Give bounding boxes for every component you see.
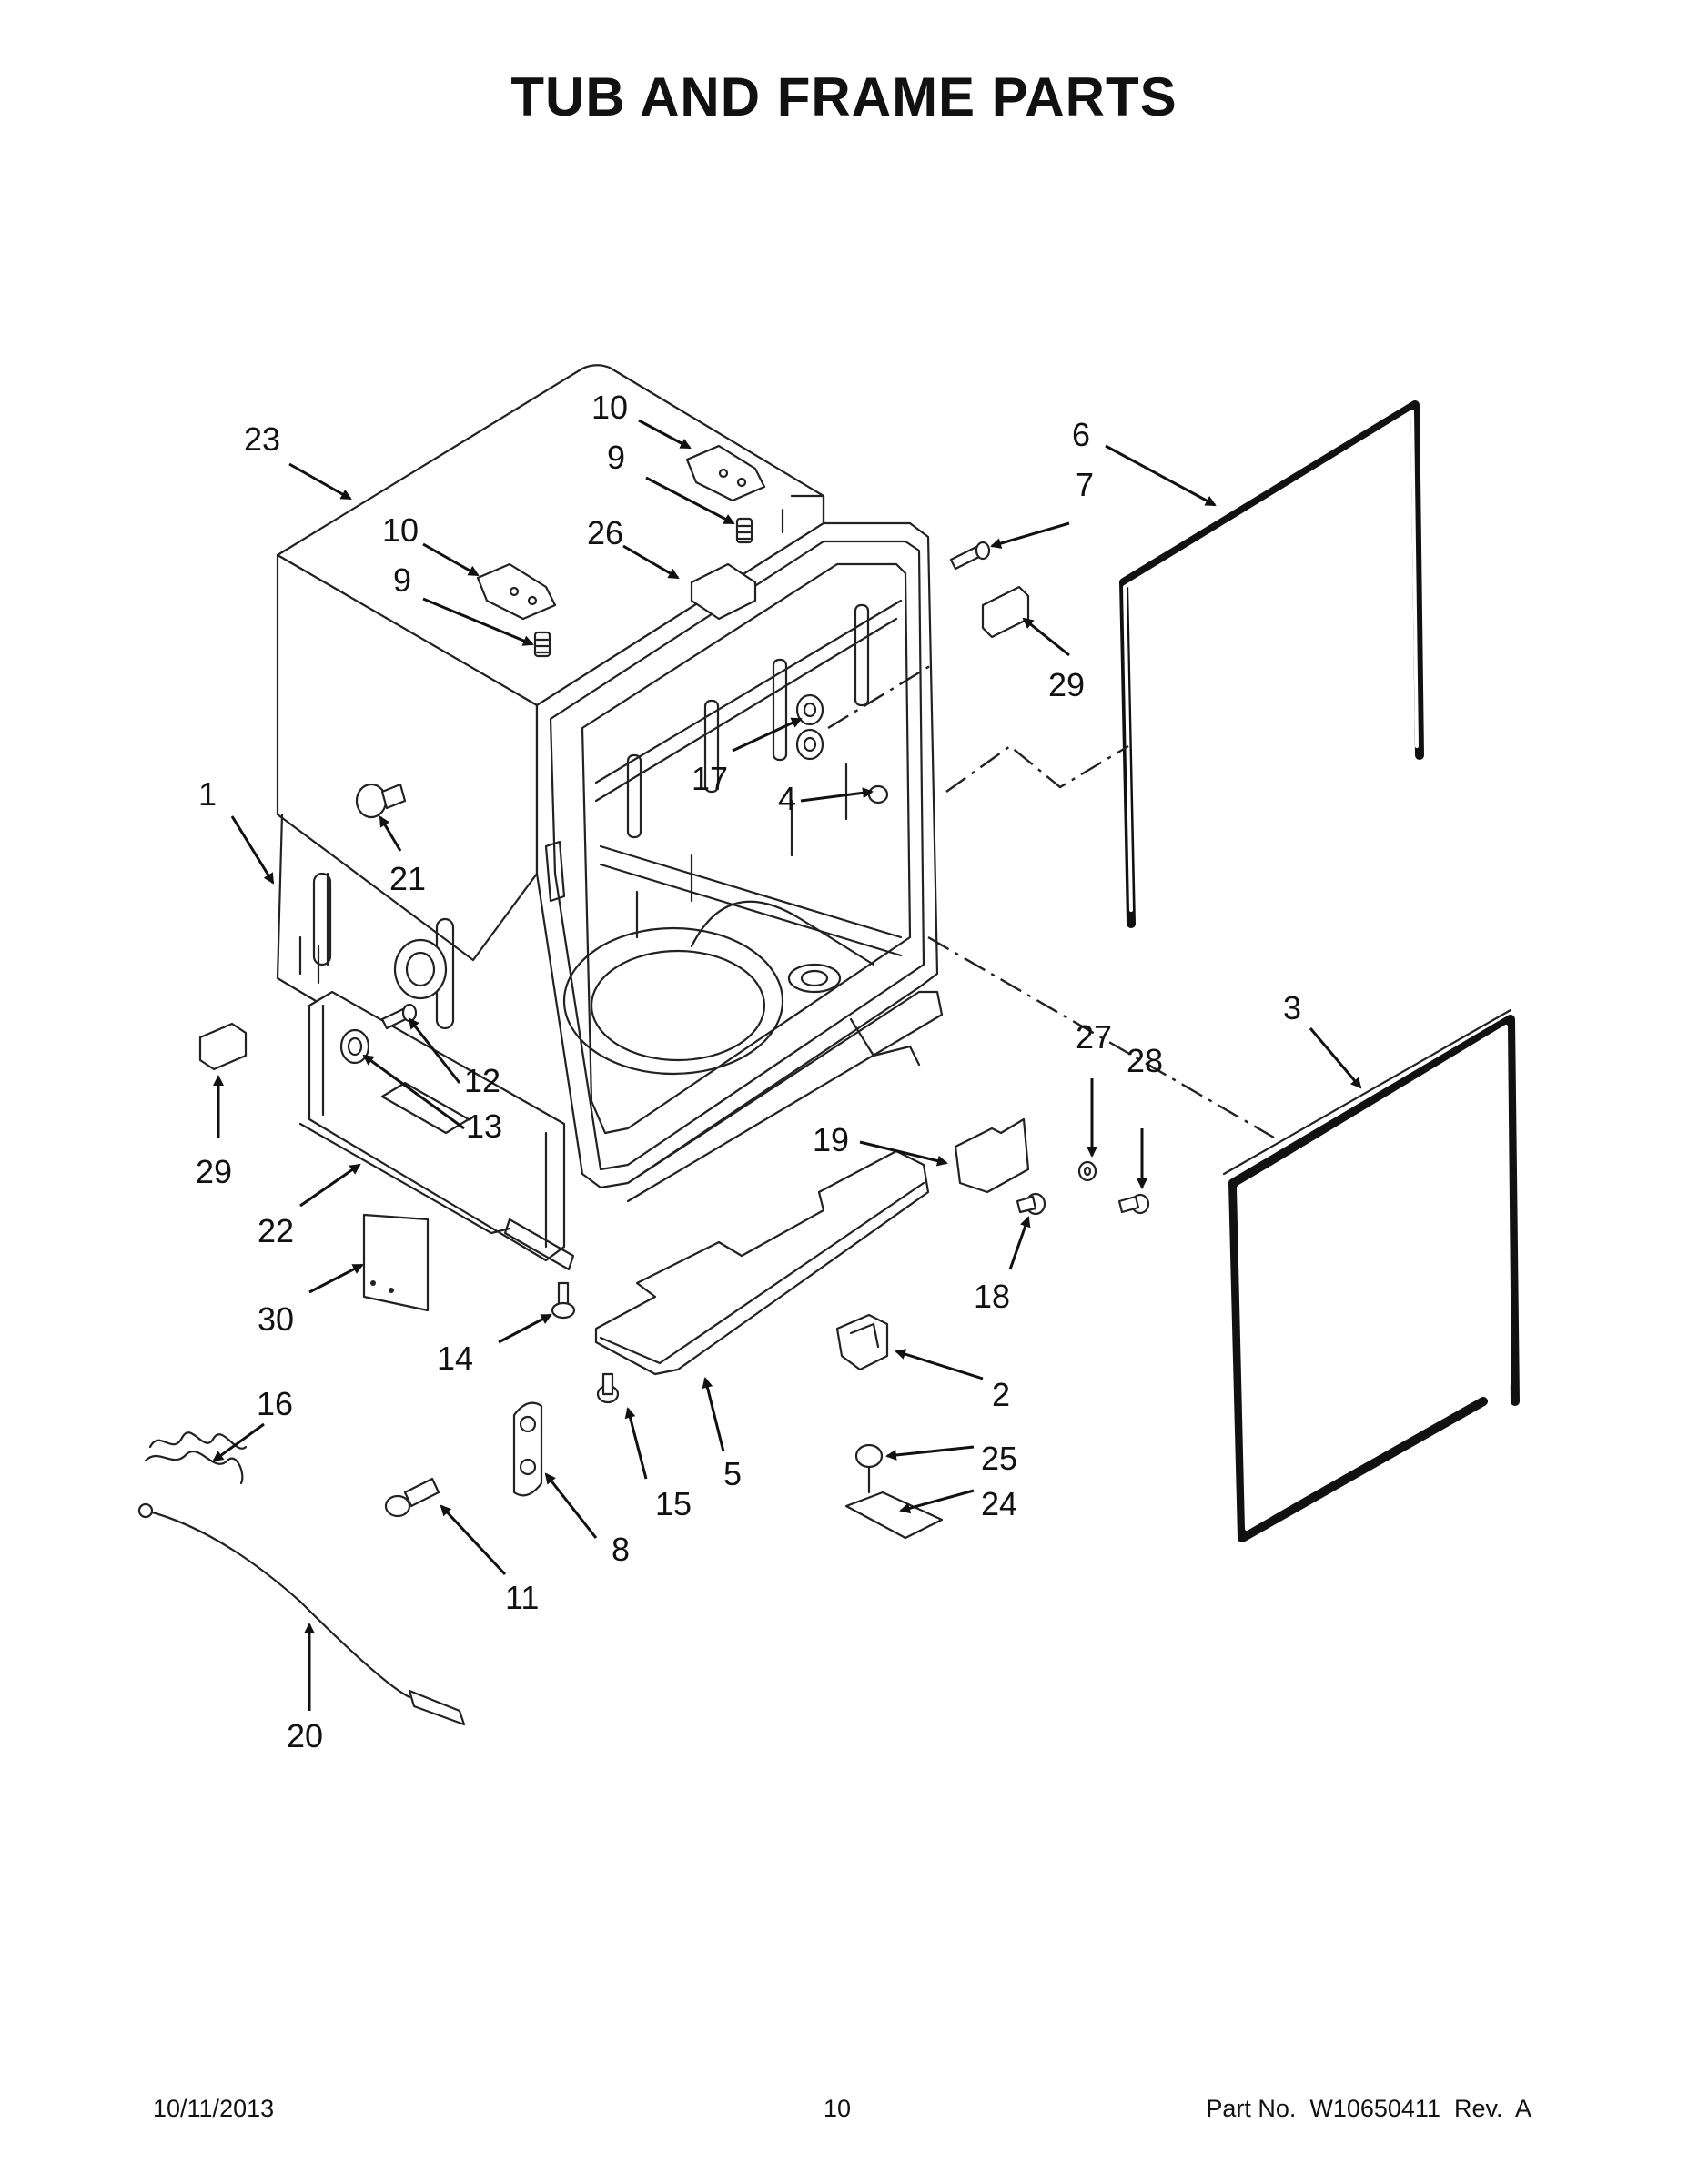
callout-9-top: 9 bbox=[607, 439, 625, 476]
callout-3: 3 bbox=[1283, 989, 1301, 1026]
screw-28 bbox=[1117, 1193, 1150, 1215]
bumper-29-left bbox=[198, 1022, 248, 1071]
callout-25: 25 bbox=[981, 1440, 1017, 1477]
fastener-4 bbox=[867, 784, 889, 804]
base-frame-22 bbox=[298, 990, 575, 1271]
spring-16 bbox=[144, 1431, 248, 1485]
callout-29-right: 29 bbox=[1048, 666, 1085, 703]
leveling-leg-14 bbox=[551, 1281, 576, 1320]
callout-15: 15 bbox=[655, 1485, 692, 1522]
callout-17: 17 bbox=[692, 760, 728, 797]
alignment-line-grommet bbox=[827, 662, 934, 730]
screw-15 bbox=[596, 1372, 620, 1404]
callout-4: 4 bbox=[778, 780, 796, 817]
grommet-13 bbox=[339, 1028, 370, 1065]
grommets-17 bbox=[795, 693, 824, 761]
callout-8: 8 bbox=[612, 1531, 630, 1568]
tub-seal-3 bbox=[1222, 1008, 1520, 1542]
label-card-30 bbox=[362, 1213, 430, 1312]
callout-5: 5 bbox=[723, 1455, 742, 1492]
leader-arrows bbox=[212, 419, 1362, 1711]
callout-1: 1 bbox=[198, 775, 217, 813]
callout-6: 6 bbox=[1072, 416, 1090, 453]
callout-21: 21 bbox=[389, 860, 426, 897]
screw-7 bbox=[949, 541, 991, 571]
bracket-24 bbox=[844, 1491, 944, 1540]
callout-18: 18 bbox=[974, 1278, 1010, 1315]
callout-26: 26 bbox=[587, 514, 623, 551]
plug-21 bbox=[355, 783, 407, 819]
bracket-8 bbox=[512, 1401, 543, 1497]
callout-22: 22 bbox=[258, 1212, 294, 1249]
callout-11: 11 bbox=[505, 1579, 539, 1616]
screw-9b bbox=[533, 631, 551, 658]
callout-19: 19 bbox=[813, 1121, 849, 1158]
callout-13: 13 bbox=[466, 1107, 502, 1145]
screw-12 bbox=[380, 1003, 418, 1030]
callout-14: 14 bbox=[437, 1340, 473, 1377]
alignment-line-upper bbox=[945, 744, 1129, 793]
callout-9-left: 9 bbox=[393, 561, 411, 599]
callout-16: 16 bbox=[257, 1385, 293, 1422]
callout-7: 7 bbox=[1076, 466, 1094, 503]
callout-29-left: 29 bbox=[196, 1153, 232, 1190]
clip-2 bbox=[835, 1313, 889, 1371]
callout-27: 27 bbox=[1076, 1018, 1112, 1056]
screw-18 bbox=[1016, 1192, 1046, 1216]
cable-20 bbox=[137, 1502, 466, 1726]
screw-9a bbox=[735, 517, 753, 544]
alignment-line-lower bbox=[927, 935, 1275, 1139]
top-bracket-10a bbox=[685, 444, 766, 502]
callout-12: 12 bbox=[464, 1062, 500, 1099]
sensor-25 bbox=[854, 1443, 884, 1494]
footer-date: 10/11/2013 bbox=[153, 2095, 275, 2122]
tub-assembly bbox=[276, 364, 944, 1203]
footer-part-number: Part No. W10650411 Rev. A bbox=[1206, 2095, 1531, 2122]
base-plate-5 bbox=[594, 1149, 930, 1376]
callout-10-left: 10 bbox=[382, 511, 419, 549]
bumper-29-right bbox=[981, 585, 1030, 639]
callout-30: 30 bbox=[258, 1300, 294, 1338]
callout-24: 24 bbox=[981, 1485, 1017, 1522]
callout-10-top: 10 bbox=[591, 389, 628, 426]
bracket-19 bbox=[954, 1117, 1030, 1194]
callout-labels: 1 2 3 4 5 6 7 8 9 9 10 10 11 12 13 14 15… bbox=[196, 389, 1301, 1754]
washer-27 bbox=[1077, 1160, 1097, 1182]
bolt-11 bbox=[384, 1477, 440, 1518]
top-bracket-10b bbox=[476, 562, 557, 621]
callout-23: 23 bbox=[244, 420, 280, 458]
page-title: TUB AND FRAME PARTS bbox=[510, 66, 1178, 127]
callout-28: 28 bbox=[1127, 1042, 1163, 1079]
callout-20: 20 bbox=[287, 1717, 323, 1754]
footer-page-number: 10 bbox=[824, 2095, 852, 2122]
callout-2: 2 bbox=[992, 1376, 1010, 1413]
door-gasket-6 bbox=[1119, 400, 1424, 928]
